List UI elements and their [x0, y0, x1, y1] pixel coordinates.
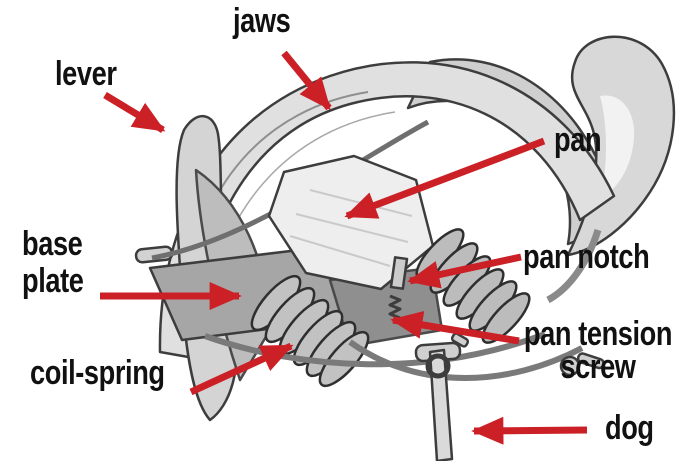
bolt-sketch — [559, 352, 605, 377]
lever-arrow — [103, 92, 166, 133]
pan-tension-screw-arrow — [390, 311, 520, 345]
pan-label: pan — [554, 121, 602, 159]
dog-arrow — [471, 416, 588, 445]
right-link-sketch — [546, 228, 602, 304]
pan-arrow — [344, 137, 546, 220]
base-plate-label: base plate — [22, 225, 84, 300]
base-plate-label-line2: plate — [22, 262, 84, 300]
jaws-sketch — [158, 61, 616, 360]
pan-notch-label: pan notch — [523, 238, 650, 276]
pan-tension-screw-label-line2: screw — [560, 348, 636, 386]
base-plate-label-line1: base — [22, 225, 83, 263]
pan-tension-screw-label-line1: pan tension — [523, 315, 673, 353]
coil-spring-arrow — [189, 342, 294, 396]
coil-spring-left-sketch — [250, 274, 370, 388]
right-lever-highlight — [600, 95, 635, 198]
dog-pivot-sketch — [425, 353, 451, 379]
frame-crossbar-sketch — [348, 339, 584, 381]
coil-spring-label: coil-spring — [30, 354, 165, 392]
pan-tension-screw-label: pan tension screw — [518, 315, 678, 386]
jaws-arrow — [281, 50, 332, 111]
lever-label: lever — [55, 55, 117, 93]
dog-clevis-stub — [450, 332, 470, 348]
dog-label: dog — [605, 409, 654, 447]
pan-notch-arrow — [407, 253, 522, 289]
frame-bar-sketch — [203, 331, 547, 368]
jaws-label: jaws — [233, 2, 291, 40]
pan-notch-sketch — [389, 256, 409, 290]
